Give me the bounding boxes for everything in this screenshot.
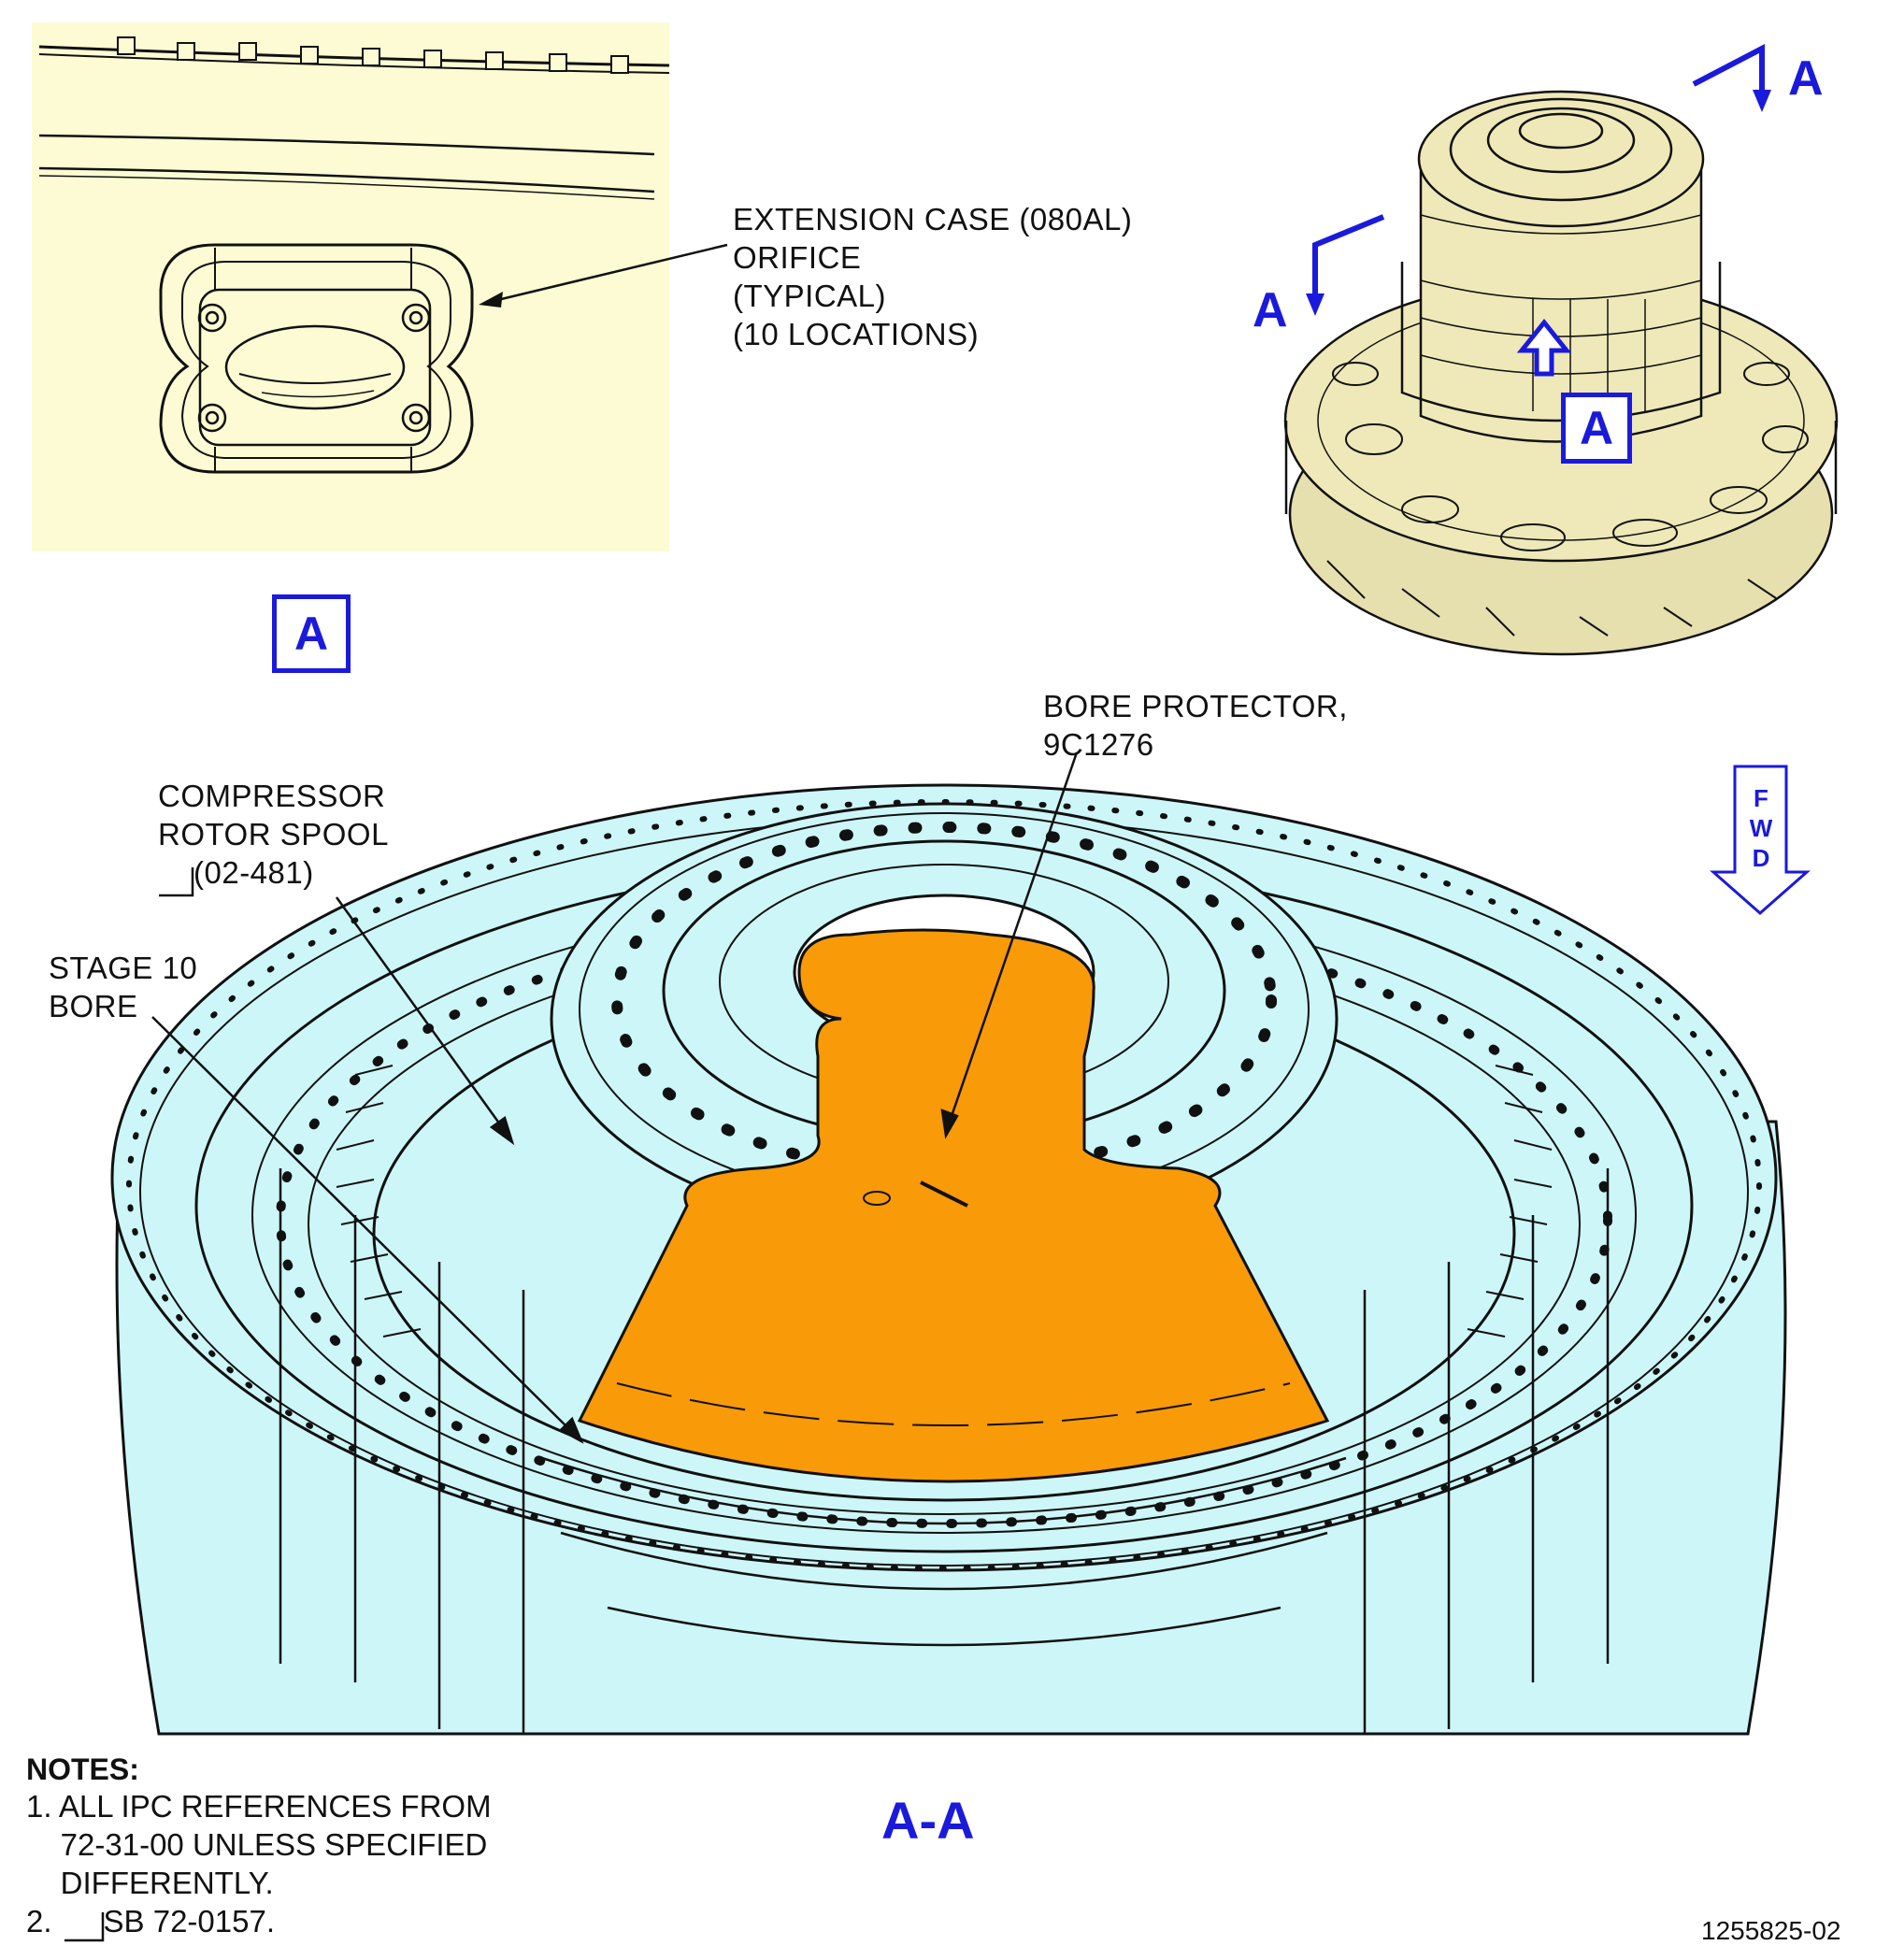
stage-10-bore-callout: STAGE 10 BORE (49, 951, 198, 1023)
compressor-rotor-spool-line2: ROTOR SPOOL (158, 817, 389, 851)
section-title: A-A (881, 1791, 975, 1850)
compressor-rotor-spool-line1: COMPRESSOR (158, 779, 386, 813)
fwd-letter-w: W (1749, 814, 1773, 842)
fwd-text: F W D (1748, 783, 1774, 873)
notes-block: NOTES: 1. ALL IPC REFERENCES FROM 72-31-… (26, 1753, 492, 1940)
section-mark-top: A (1788, 51, 1824, 106)
fwd-letter-f: F (1754, 784, 1768, 812)
detail-a-label: A (272, 594, 351, 673)
figure-id: 1255825-02 (1701, 1916, 1841, 1945)
engine-detail-box: A (1561, 393, 1632, 464)
extension-case-callout: EXTENSION CASE (080AL) ORIFICE (TYPICAL)… (733, 202, 1133, 351)
fwd-arrow-outline (1710, 765, 1811, 915)
bore-protector-shape (577, 928, 1330, 1483)
notes-title: NOTES: (26, 1753, 139, 1786)
note-2: 2. SB 72-0157. (26, 1904, 275, 1939)
effectivity-triangles (64, 867, 194, 1942)
section-arrowheads (1306, 90, 1771, 377)
detail-a-drawing (32, 22, 728, 551)
engine-isometric-drawing (1283, 90, 1839, 656)
bore-protector-callout: BORE PROTECTOR, 9C1276 (1043, 689, 1348, 762)
note-1: 1. ALL IPC REFERENCES FROM 72-31-00 UNLE… (26, 1789, 492, 1900)
fwd-letter-d: D (1752, 844, 1770, 872)
compressor-rotor-spool-line3: (02-481) (193, 855, 314, 890)
section-aa-drawing (110, 783, 1787, 1736)
section-leaders (151, 751, 1079, 1444)
section-mark-left: A (1253, 283, 1288, 337)
